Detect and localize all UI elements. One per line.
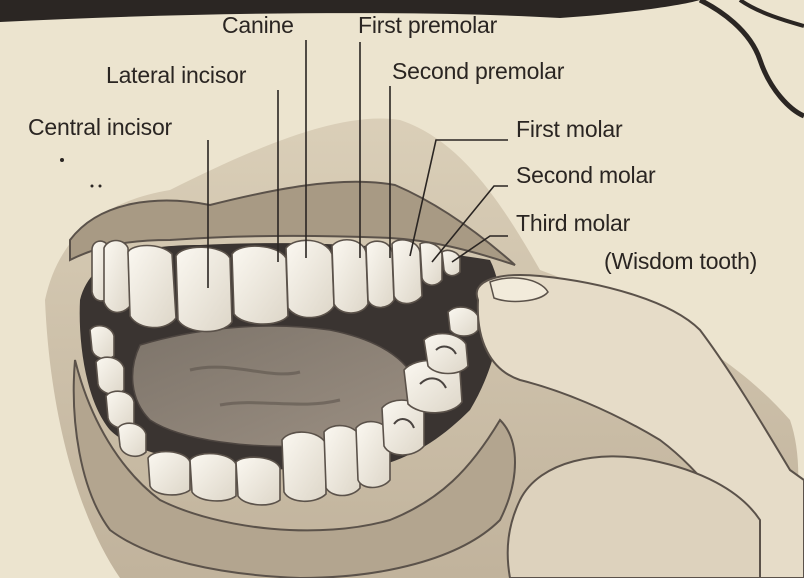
- print-speckles: [60, 158, 102, 188]
- upper-tooth: [232, 246, 288, 324]
- speckle: [91, 185, 94, 188]
- label-second-molar: Second molar: [516, 164, 656, 187]
- face-outline: [700, 0, 804, 116]
- lower-tooth: [448, 307, 478, 336]
- upper-tooth: [420, 242, 442, 285]
- label-wisdom-tooth: (Wisdom tooth): [604, 250, 757, 273]
- lower-tooth: [424, 334, 468, 374]
- upper-tooth: [128, 246, 176, 328]
- label-first-molar: First molar: [516, 118, 622, 141]
- speckle: [99, 185, 102, 188]
- face-outline-inner: [740, 0, 804, 26]
- lower-tooth: [324, 426, 360, 496]
- lower-tooth: [118, 423, 146, 456]
- upper-tooth: [442, 250, 460, 275]
- top-dark-border: [0, 0, 700, 22]
- lower-tooth: [190, 454, 236, 501]
- label-first-premolar: First premolar: [358, 14, 497, 37]
- label-central-incisor: Central incisor: [28, 116, 172, 139]
- lower-tooth: [236, 457, 280, 505]
- upper-tooth: [286, 240, 334, 317]
- label-second-premolar: Second premolar: [392, 60, 564, 83]
- lower-tooth: [148, 452, 190, 495]
- upper-tooth: [332, 240, 368, 313]
- label-lateral-incisor: Lateral incisor: [106, 64, 246, 87]
- label-third-molar: Third molar: [516, 212, 630, 235]
- upper-tooth: [392, 240, 422, 304]
- upper-tooth: [104, 241, 130, 313]
- upper-tooth: [176, 247, 232, 331]
- label-canine: Canine: [222, 14, 294, 37]
- lower-tooth: [96, 357, 124, 394]
- lower-tooth: [90, 326, 114, 359]
- speckle: [60, 158, 64, 162]
- lower-tooth: [282, 432, 326, 501]
